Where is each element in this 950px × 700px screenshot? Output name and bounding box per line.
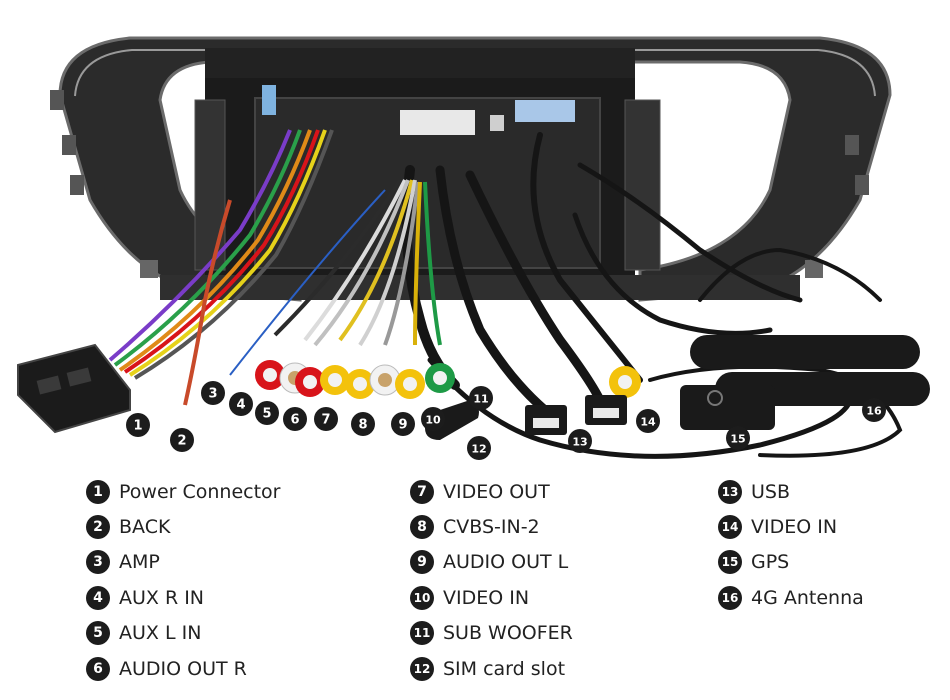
legend-label: CVBS-IN-2 xyxy=(443,516,540,539)
rca-wires xyxy=(229,178,442,376)
callout-3: 3 xyxy=(201,381,225,405)
legend-number: 9 xyxy=(410,550,434,575)
legend-label: AMP xyxy=(119,551,160,574)
legend-item: 10 VIDEO IN xyxy=(410,580,573,615)
legend-label: SUB WOOFER xyxy=(443,622,573,645)
legend-number: 1 xyxy=(86,479,110,504)
legend-item: 13 USB xyxy=(718,474,864,509)
legend-column-2: 7 VIDEO OUT 8 CVBS-IN-2 9 AUDIO OUT L 10 VID… xyxy=(410,474,573,686)
legend-label: VIDEO OUT xyxy=(443,480,550,503)
legend-label: AUDIO OUT R xyxy=(119,657,247,680)
legend-item: 16 4G Antenna xyxy=(718,580,864,615)
legend-label: AUX L IN xyxy=(119,622,202,645)
callout-4: 4 xyxy=(229,392,253,416)
legend-item: 15 GPS xyxy=(718,545,864,580)
legend-item: 8 CVBS-IN-2 xyxy=(410,509,573,544)
svg-text:12: 12 xyxy=(471,443,486,456)
legend-number: 12 xyxy=(410,656,434,681)
legend-number: 3 xyxy=(86,550,110,575)
legend-label: VIDEO IN xyxy=(443,586,530,609)
svg-text:9: 9 xyxy=(398,418,407,433)
callout-2: 2 xyxy=(170,428,194,452)
legend-item: 9 AUDIO OUT L xyxy=(410,545,573,580)
svg-text:10: 10 xyxy=(425,414,441,427)
callout-8: 8 xyxy=(351,412,375,436)
callout-5: 5 xyxy=(255,401,279,425)
legend-label: SIM card slot xyxy=(443,657,566,680)
callout-6: 6 xyxy=(283,407,307,431)
legend-number: 6 xyxy=(86,656,110,681)
legend-column-3: 13 USB 14 VIDEO IN 15 GPS 16 4G Antenna xyxy=(718,474,864,616)
callout-16: 16 xyxy=(862,398,886,422)
svg-text:1: 1 xyxy=(133,419,142,434)
legend-number: 5 xyxy=(86,621,110,646)
svg-text:3: 3 xyxy=(208,387,217,402)
legend-label: GPS xyxy=(751,551,790,574)
legend-item: 6 AUDIO OUT R xyxy=(86,651,280,686)
sim-module xyxy=(425,400,479,440)
svg-text:16: 16 xyxy=(866,405,882,418)
svg-text:5: 5 xyxy=(262,407,271,422)
legend-item: 14 VIDEO IN xyxy=(718,509,864,544)
legend-label: 4G Antenna xyxy=(751,586,864,609)
legend-item: 11 SUB WOOFER xyxy=(410,616,573,651)
gps-module xyxy=(680,385,775,430)
svg-text:6: 6 xyxy=(290,413,299,428)
legend-label: VIDEO IN xyxy=(751,516,838,539)
legend-number: 13 xyxy=(718,479,742,504)
callout-11: 11 xyxy=(469,386,493,410)
callout-14: 14 xyxy=(636,409,660,433)
legend-item: 7 VIDEO OUT xyxy=(410,474,573,509)
svg-text:11: 11 xyxy=(473,393,488,406)
svg-text:15: 15 xyxy=(730,433,745,446)
legend-label: BACK xyxy=(119,516,171,539)
callout-12: 12 xyxy=(467,436,491,460)
legend-item: 12 SIM card slot xyxy=(410,651,573,686)
legend-label: AUDIO OUT L xyxy=(443,551,569,574)
callout-15: 15 xyxy=(726,426,750,450)
legend-item: 2 BACK xyxy=(86,509,280,544)
svg-text:7: 7 xyxy=(321,413,330,428)
power-connector xyxy=(17,343,131,434)
legend-number: 10 xyxy=(410,585,434,610)
callout-badges: 1 2 3 4 5 6 7 8 9 10 11 12 13 14 15 16 xyxy=(126,381,886,460)
usb-plugs xyxy=(525,395,627,435)
legend-item: 4 AUX R IN xyxy=(86,580,280,615)
legend-number: 8 xyxy=(410,515,434,540)
callout-13: 13 xyxy=(568,429,592,453)
callout-1: 1 xyxy=(126,413,150,437)
wire-harness xyxy=(108,129,334,406)
legend-number: 11 xyxy=(410,621,434,646)
callout-7: 7 xyxy=(314,407,338,431)
legend-number: 4 xyxy=(86,585,110,610)
rca-plugs xyxy=(255,360,641,399)
legend-item: 5 AUX L IN xyxy=(86,616,280,651)
legend-number: 14 xyxy=(718,515,742,540)
legend-number: 7 xyxy=(410,479,434,504)
legend-number: 15 xyxy=(718,550,742,575)
svg-text:2: 2 xyxy=(177,434,186,449)
head-unit-photo: 1 2 3 4 5 6 7 8 9 10 11 12 13 14 15 16 xyxy=(17,36,930,460)
legend-number: 16 xyxy=(718,585,742,610)
callout-9: 9 xyxy=(391,412,415,436)
legend-item: 3 AMP xyxy=(86,545,280,580)
svg-text:13: 13 xyxy=(572,436,587,449)
legend-label: USB xyxy=(751,480,791,503)
legend-label: AUX R IN xyxy=(119,586,205,609)
svg-text:8: 8 xyxy=(358,418,367,433)
svg-text:4: 4 xyxy=(236,398,245,413)
legend-label: Power Connector xyxy=(119,480,281,503)
svg-text:14: 14 xyxy=(640,416,656,429)
callout-10: 10 xyxy=(421,407,445,431)
legend-item: 1 Power Connector xyxy=(86,474,280,509)
legend-number: 2 xyxy=(86,515,110,540)
